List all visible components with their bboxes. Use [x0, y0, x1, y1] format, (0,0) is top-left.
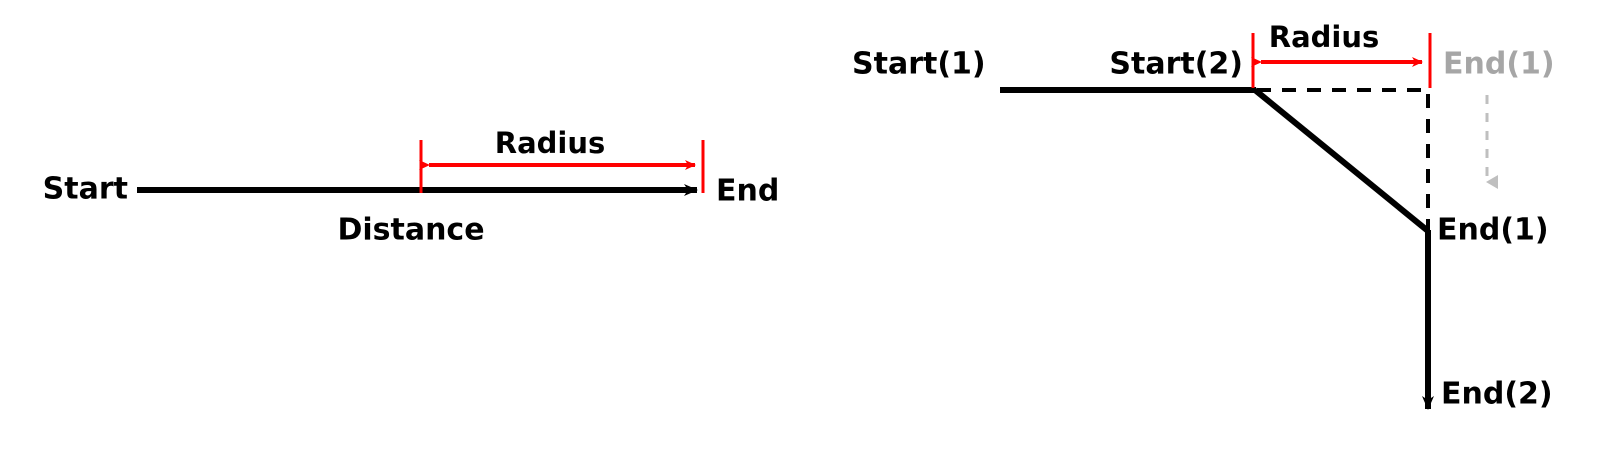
label-radius-right: Radius	[1269, 20, 1380, 54]
label-start-1: Start(1)	[852, 47, 986, 82]
fillet-diagonal	[1253, 87, 1430, 234]
label-end: End	[716, 174, 779, 209]
label-radius-left: Radius	[495, 126, 606, 160]
label-end-2: End(2)	[1441, 377, 1553, 412]
ghost-corner-path	[1257, 88, 1430, 232]
label-end-1: End(1)	[1437, 213, 1549, 248]
label-start: Start	[43, 172, 128, 207]
label-end-1-ghost: End(1)	[1443, 47, 1555, 82]
label-distance: Distance	[337, 213, 484, 248]
right-panel: Start(1) Start(2) End(1) End(1) End(2) R…	[852, 20, 1555, 412]
label-start-2: Start(2)	[1109, 47, 1243, 82]
left-panel: Start End Distance Radius	[43, 126, 780, 248]
